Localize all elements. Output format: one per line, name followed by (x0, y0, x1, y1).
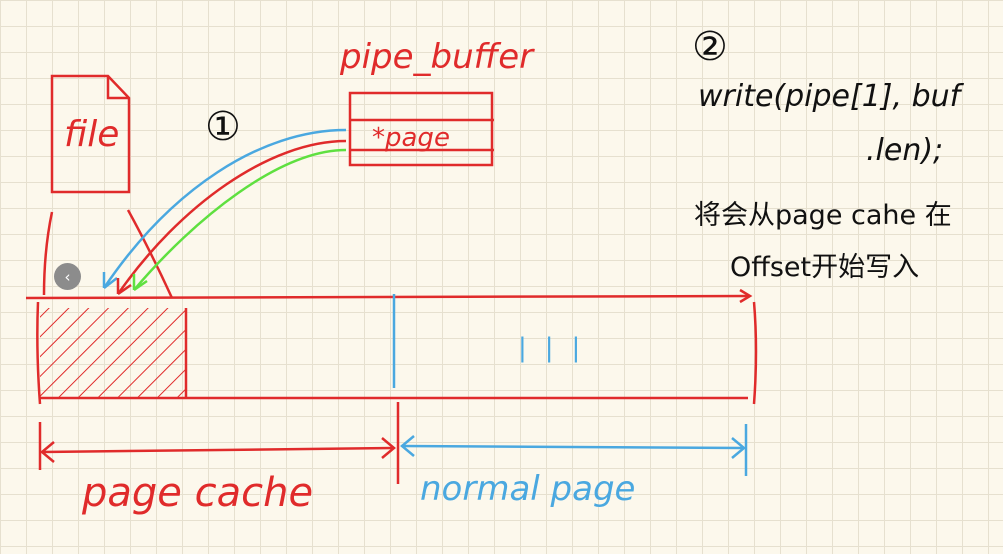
strip-left-edge (36, 301, 42, 405)
note-line2: Offset开始写入 (730, 252, 919, 283)
blue-arrowhead (102, 272, 118, 289)
page-field-label: *page (372, 123, 450, 153)
pipe-buffer-title: pipe_buffer (339, 37, 535, 77)
step-1-marker: ① (205, 104, 241, 150)
strip-right-edge (752, 301, 758, 405)
chevron-left-icon: ‹ (64, 267, 71, 286)
pipe-buffer-box: *page (348, 91, 494, 167)
pointer-arrows (102, 128, 347, 296)
strip-top-arrowhead (739, 288, 753, 304)
file-label: file (64, 114, 119, 155)
memory-strip: ||| (25, 288, 758, 405)
strip-top-edge (25, 294, 751, 300)
blue-pointer-arrow (102, 128, 347, 289)
red-arrowhead (116, 278, 132, 296)
write-call-line2: .len); (866, 133, 943, 168)
write-call-line1: write(pipe[1], buf (698, 79, 965, 114)
page-cache-label: page cache (81, 470, 313, 516)
step-2-marker: ② (692, 24, 728, 70)
file-document: file (50, 74, 131, 194)
red-pointer-arrow (116, 139, 347, 295)
green-arrowhead (132, 274, 148, 292)
normal-page-span: normal page (400, 424, 748, 509)
hatched-page (40, 308, 186, 398)
more-pages-ellipsis: ||| (518, 333, 598, 363)
normal-page-label: normal page (420, 469, 635, 509)
note-line1: 将会从page cahe 在 (694, 200, 952, 231)
previous-page-button[interactable]: ‹ (54, 263, 81, 290)
file-left-line (42, 211, 54, 296)
page-cache-span: page cache (38, 402, 400, 516)
green-pointer-arrow (133, 148, 347, 291)
